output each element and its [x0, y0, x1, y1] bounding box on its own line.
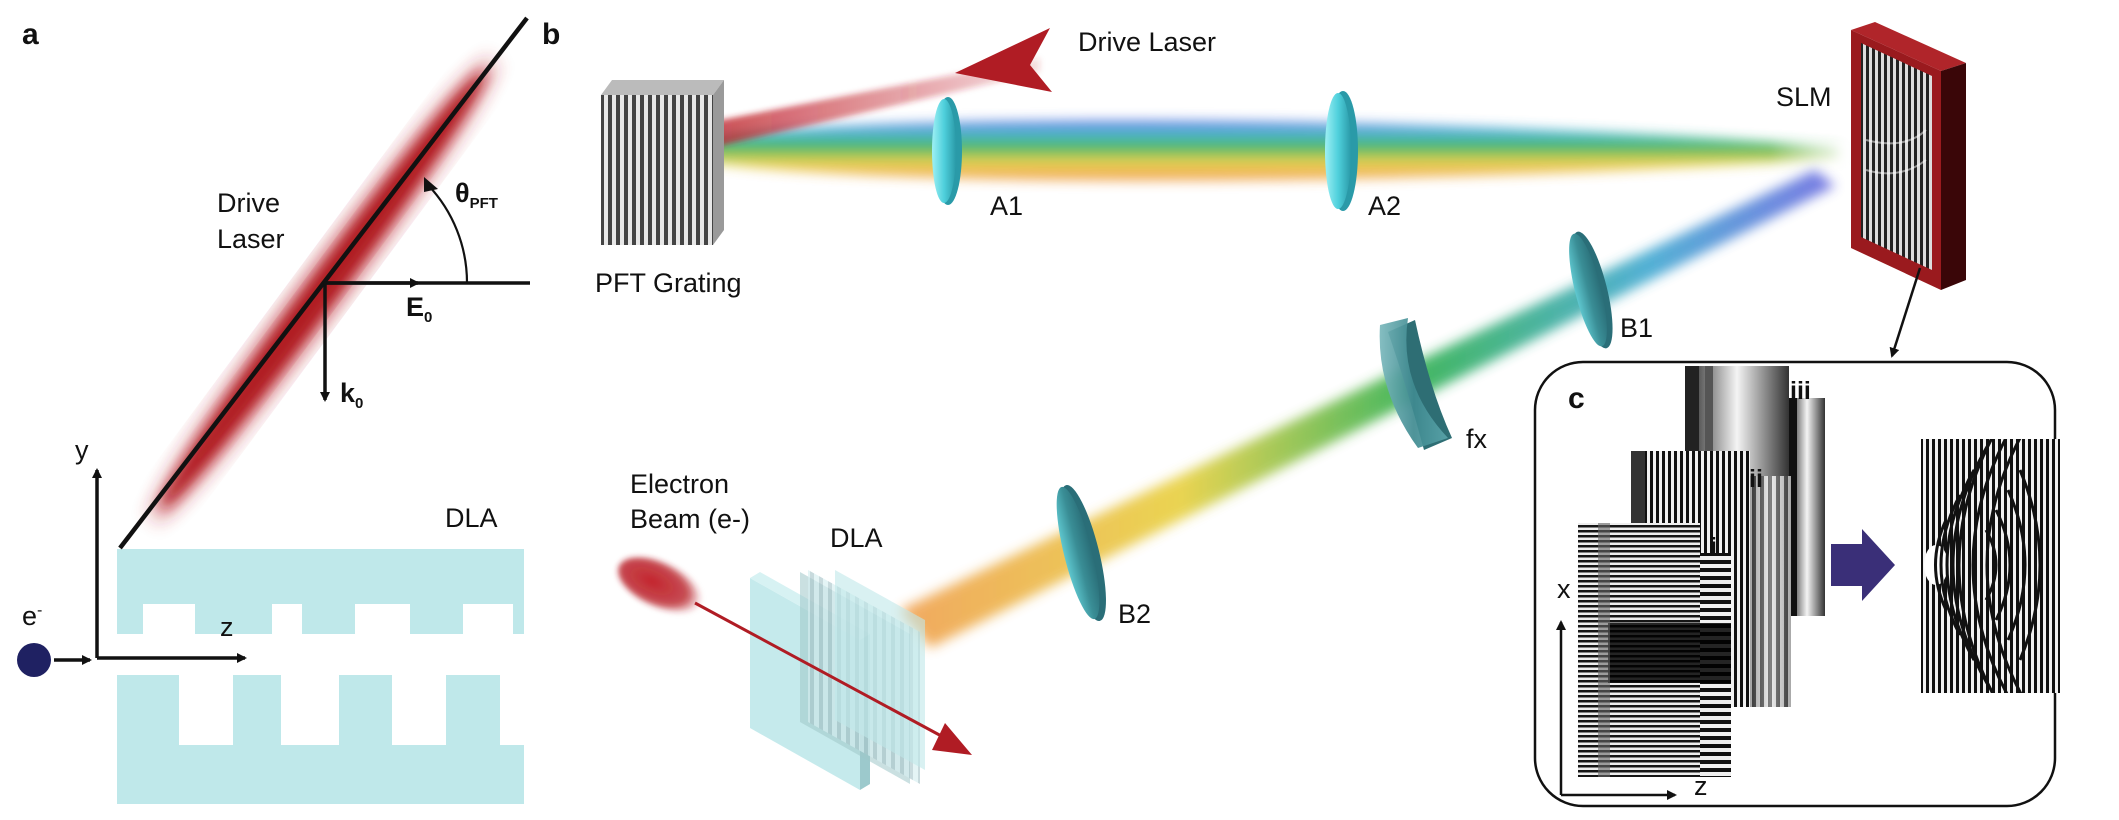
- panel-b: b Drive Laser PFT Grating A1: [542, 18, 1966, 790]
- drive-laser-label: Drive Laser: [1078, 27, 1216, 57]
- electron-label: e-: [22, 601, 42, 631]
- layer-ii-label: ii: [1749, 465, 1763, 493]
- layer-iii-label: iii: [1790, 377, 1811, 405]
- spectral-beam-upper: [690, 120, 1860, 186]
- phase-layer-i: [1578, 523, 1731, 777]
- electron-beam: [618, 557, 972, 755]
- panel-label-b: b: [542, 18, 560, 51]
- slm-device: [1851, 22, 1966, 290]
- lens-a1-label: A1: [990, 191, 1023, 221]
- combined-phase-pattern: [1921, 439, 2060, 693]
- fx-label: fx: [1466, 424, 1488, 454]
- electron-particle: [17, 643, 92, 677]
- lens-a2-label: A2: [1368, 191, 1401, 221]
- panel-b-dla-device: [750, 570, 925, 790]
- theta-pft-symbol: θPFT: [455, 178, 498, 212]
- panel-a-field-vectors: [320, 177, 530, 402]
- panel-a-drive-laser-line2: Laser: [217, 224, 285, 254]
- lens-a1: [932, 97, 962, 205]
- lens-b1-label: B1: [1620, 313, 1653, 343]
- lens-a2: [1325, 91, 1358, 211]
- fx-lens: [1379, 318, 1452, 450]
- panel-a-z-axis-label: z: [220, 612, 234, 642]
- panel-c-axes: [1556, 620, 1677, 800]
- pft-grating: [601, 80, 724, 245]
- electron-beam-label-line2: Beam (e-): [630, 504, 750, 534]
- panel-a-dla-label: DLA: [445, 503, 498, 533]
- e0-symbol: E0: [406, 292, 432, 326]
- panel-b-dla-label: DLA: [830, 523, 883, 553]
- panel-label-a: a: [22, 18, 39, 51]
- electron-beam-label-line1: Electron: [630, 469, 729, 499]
- pft-grating-label: PFT Grating: [595, 268, 742, 298]
- slm-label: SLM: [1776, 82, 1832, 112]
- panel-a-axes: [92, 468, 247, 663]
- combine-arrow-icon: [1831, 529, 1895, 601]
- panel-a-drive-laser-line1: Drive: [217, 188, 280, 218]
- layer-i-label: i: [1710, 533, 1717, 561]
- k0-symbol: k0: [340, 378, 363, 412]
- panel-a-dla-structure: [117, 549, 524, 804]
- lens-b2: [1056, 484, 1106, 622]
- panel-a-y-axis-label: y: [75, 435, 89, 465]
- lens-b1: [1569, 231, 1613, 349]
- panel-c-z-axis-label: z: [1694, 771, 1708, 801]
- panel-a: a DLA Drive Laser: [17, 16, 530, 804]
- panel-c-x-axis-label: x: [1557, 574, 1571, 604]
- lens-b2-label: B2: [1118, 599, 1151, 629]
- panel-c: c iii ii i x: [1533, 360, 2060, 808]
- slm-to-panel-c-arrow: [1889, 267, 1922, 358]
- panel-label-c: c: [1568, 382, 1585, 415]
